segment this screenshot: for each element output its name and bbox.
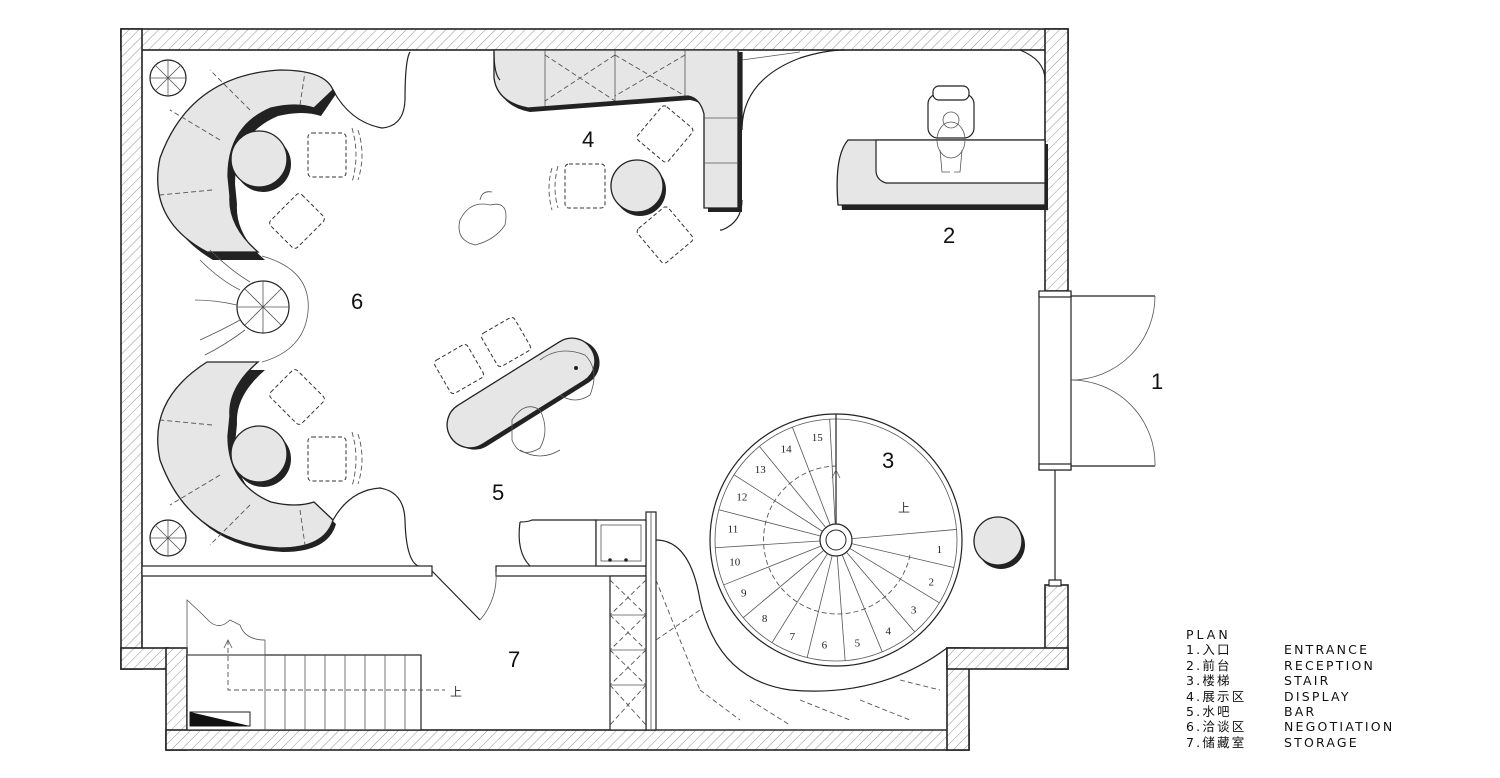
- stair-step-number: 13: [755, 464, 767, 476]
- room-label-bar: 5: [492, 480, 504, 505]
- legend-item-zh: 3.楼梯: [1186, 673, 1232, 689]
- legend-item-zh: 5.水吧: [1186, 704, 1232, 720]
- legend-title: PLAN: [1186, 627, 1231, 642]
- entrance-door: [1038, 290, 1156, 587]
- stair-tread-line: [759, 446, 827, 528]
- room-label-entrance: 1: [1151, 369, 1163, 394]
- stair-step-number: 3: [911, 604, 917, 616]
- legend-items: 1.入口 ENTRANCE 2.前台 RECEPTION 3.楼梯 STAIR 4.展示区 D…: [1186, 642, 1394, 750]
- stair-step-number: 8: [762, 613, 768, 625]
- stair-tread-line: [792, 426, 831, 526]
- stair-tread-line: [742, 549, 824, 618]
- storage-stair: 上: [186, 599, 462, 731]
- legend-item: 6.洽谈区 NEGOTIATION: [1186, 719, 1394, 734]
- legend-item-zh: 6.洽谈区: [1186, 719, 1247, 735]
- bar-counter: [434, 317, 600, 457]
- legend-item-en: STAIR: [1284, 673, 1331, 689]
- stair-tread-line: [836, 555, 846, 661]
- stair-tread-line: [851, 529, 957, 540]
- planter-bottom-left: [149, 519, 187, 557]
- stair-step-number: 12: [736, 492, 747, 504]
- legend-item-en: NEGOTIATION: [1284, 719, 1395, 735]
- legend-item-en: STORAGE: [1284, 734, 1359, 750]
- planter-top-left: [149, 59, 187, 97]
- legend-item: 2.前台 RECEPTION: [1186, 658, 1394, 673]
- stair-tread-line: [829, 419, 836, 525]
- stair-tread-line: [771, 553, 828, 643]
- stair-step-number: 9: [741, 587, 747, 599]
- stair-step-number: 14: [781, 443, 793, 455]
- room-label-reception: 2: [943, 223, 955, 248]
- stair-step-number: 2: [929, 576, 935, 588]
- stair-step-number: 10: [729, 556, 741, 568]
- legend-item-en: DISPLAY: [1284, 688, 1351, 704]
- stair-up-mark: 上: [898, 501, 910, 515]
- storage-up-mark: 上: [450, 685, 462, 699]
- room-label-display: 4: [582, 127, 594, 152]
- exterior-walls: [120, 28, 1069, 751]
- stair-tread-line: [715, 540, 821, 549]
- stair-tread-line: [733, 474, 823, 532]
- legend-item: 5.水吧 BAR: [1186, 704, 1394, 719]
- legend-item: 3.楼梯 STAIR: [1186, 673, 1394, 688]
- room-label-negotiation: 6: [351, 289, 363, 314]
- stair-step-number: 11: [728, 523, 739, 535]
- legend-item-en: BAR: [1284, 704, 1317, 720]
- legend-item-zh: 7.储藏室: [1186, 734, 1247, 750]
- reception-desk: [836, 85, 1048, 210]
- stair-tread-line: [718, 509, 821, 537]
- left-zone-curves: [332, 51, 597, 567]
- negotiation-chairs: [269, 127, 363, 487]
- stair-tread-line: [723, 545, 822, 586]
- room-label-storage: 7: [508, 647, 520, 672]
- stair-step-number: 1: [937, 544, 943, 556]
- negotiation-sofa-top: [157, 69, 336, 260]
- planter-center: [194, 249, 309, 363]
- stair-step-number: 15: [812, 432, 824, 444]
- display-table-set: [458, 105, 694, 264]
- curved-wall-panel: [720, 49, 1046, 231]
- stair-tread-line: [846, 551, 916, 633]
- bar-cabinet: [595, 519, 647, 731]
- legend-item: 4.展示区 DISPLAY: [1186, 689, 1394, 704]
- stair-tread-line: [841, 554, 883, 652]
- stair-step-number: 4: [885, 625, 891, 637]
- legend-item-zh: 4.展示区: [1186, 688, 1247, 704]
- stair-step-number: 6: [822, 639, 828, 651]
- stair-tread-line: [806, 555, 833, 658]
- stair-step-number: 5: [855, 638, 861, 650]
- negotiation-sofa-bottom: [157, 361, 336, 552]
- room-label-stair: 3: [882, 448, 894, 473]
- legend-item-en: RECEPTION: [1284, 657, 1376, 673]
- stair-tread-line: [849, 547, 940, 604]
- partitions: [141, 511, 657, 731]
- legend-item-zh: 2.前台: [1186, 657, 1232, 673]
- storage-door: [431, 570, 497, 621]
- room-labels: 1 2 3 4 5 6 7: [351, 127, 1163, 672]
- stair-step-number: 7: [790, 631, 796, 643]
- stair-treads: [715, 419, 957, 661]
- legend-item: 1.入口 ENTRANCE: [1186, 642, 1394, 657]
- stair-tread-line: [851, 543, 954, 568]
- legend-item-zh: 1.入口: [1186, 642, 1232, 658]
- legend-item: 7.储藏室 STORAGE: [1186, 735, 1394, 750]
- display-cabinet: [493, 49, 742, 212]
- legend-item-en: ENTRANCE: [1284, 642, 1370, 658]
